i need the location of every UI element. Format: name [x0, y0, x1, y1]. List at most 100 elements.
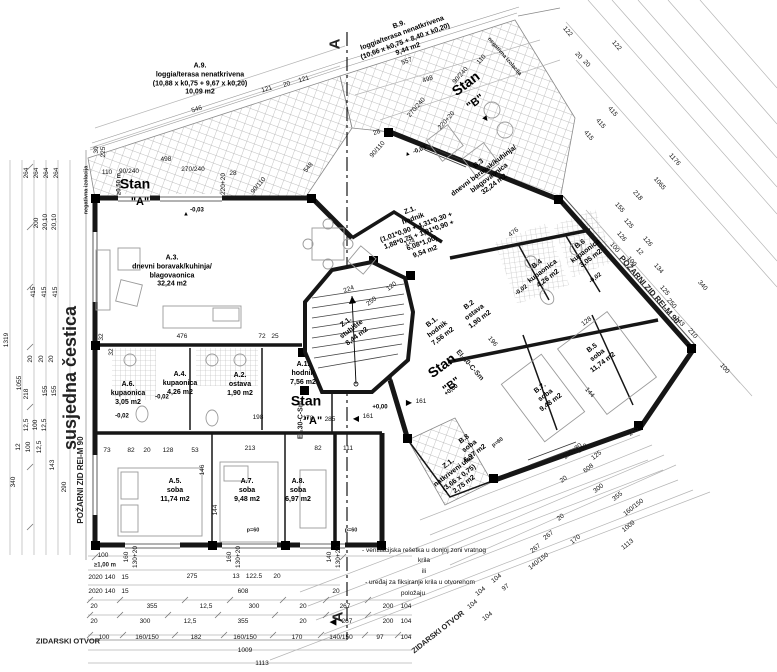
dim-label: 25 — [271, 332, 279, 340]
dim-label: 415 — [29, 286, 37, 298]
dim-label: 82 — [127, 446, 135, 454]
dim-label: 97 — [376, 633, 384, 641]
dim-label: 20 — [95, 573, 103, 581]
dim-label: 20 — [299, 617, 307, 625]
dim-label: 267 — [341, 617, 353, 625]
dim-label: 82 — [314, 444, 322, 452]
dim-label: 20 — [37, 355, 45, 363]
dim-label: 73 — [103, 446, 111, 454]
dim-label: 20 — [143, 446, 151, 454]
dim-label: 200 — [382, 617, 394, 625]
dim-label: 32 — [107, 348, 115, 356]
dim-label: 12,5 — [22, 418, 30, 432]
door-threshold-a1: p=60 — [246, 527, 260, 534]
note-fixing-2: položaju — [400, 589, 426, 597]
dim-label: 264 — [22, 167, 30, 179]
dim-label: 160 — [225, 551, 233, 563]
dim-label: 20 — [26, 355, 34, 363]
dim-label: 20 — [273, 572, 281, 580]
dim-label: 146 — [198, 464, 206, 476]
dim-label: 182 — [190, 633, 202, 641]
note-or: ili — [421, 567, 427, 575]
door-threshold-a2: p=60 — [344, 527, 358, 534]
dim-label: 140 — [104, 587, 116, 595]
negativna-izolacija-left: negativna izolacija — [83, 165, 90, 215]
dim-label: 90/240 — [119, 167, 139, 175]
furniture — [95, 101, 658, 543]
dim-label: 111 — [343, 444, 353, 452]
dim-label: 32 — [97, 333, 105, 341]
dim-label: 140 — [325, 551, 333, 563]
dim-label: 285 — [324, 415, 336, 423]
note-fixing-1: - uređaj za fiksiranje krila u otvorenom — [365, 578, 475, 586]
dim-label: 608 — [237, 587, 249, 595]
dim-label: 275 — [186, 572, 198, 580]
dim-label: 20,10 — [41, 213, 49, 231]
dim-label: 128 — [162, 446, 174, 454]
dim-label: 15 — [121, 573, 129, 581]
dim-label: 198 — [252, 413, 264, 421]
dim-label: 155 — [50, 385, 58, 397]
dim-label: 270/240 — [181, 165, 205, 173]
dim-label: 170 — [291, 633, 303, 641]
dim-label: 355 — [146, 602, 158, 610]
section-letter-top: A — [326, 38, 344, 50]
dim-label: 178 — [302, 414, 314, 422]
dim-label: 20 — [95, 587, 103, 595]
bathroom-floor-hatch — [112, 209, 615, 400]
arrow-marker: ▶ — [405, 398, 413, 407]
dim-label: 28 — [229, 169, 237, 177]
dim-label: 12,5 — [199, 602, 213, 610]
dim-label: 340 — [9, 476, 17, 488]
dim-label: 12,5 — [40, 418, 48, 432]
dim-label: 20 — [88, 587, 96, 595]
dim-label: 161 — [415, 397, 427, 405]
dim-label: 53 — [191, 446, 199, 454]
dim-label: 264 — [32, 167, 40, 179]
dim-label: 1319 — [2, 332, 10, 348]
dim-label: 476 — [176, 332, 188, 340]
susjedna-cestica-label: susjedna čestica — [59, 305, 80, 451]
dim-label: 104 — [400, 602, 412, 610]
dim-label: 20 — [299, 602, 307, 610]
dim-label: 72 — [258, 332, 266, 340]
dim-label: 20 — [88, 573, 96, 581]
dim-label: 300 — [139, 617, 151, 625]
dim-label: 213 — [244, 444, 256, 452]
dim-label: 13 — [232, 572, 240, 580]
zidarski-otvor-left: ZIDARSKI OTVOR — [35, 636, 101, 646]
arrow-marker: ▲ — [183, 211, 189, 218]
dim-label: 143 — [48, 459, 56, 471]
dim-label: 130+20 — [234, 546, 242, 568]
dim-label: 20,10 — [50, 213, 58, 231]
dim-label: 100 — [31, 419, 39, 431]
staircase — [303, 259, 416, 394]
dim-label: 1009 — [237, 646, 253, 654]
dim-label: 160/150 — [233, 633, 257, 641]
dim-label: 220+20 — [219, 173, 227, 195]
dim-label: 104 — [400, 633, 412, 641]
dimension-ticks — [26, 163, 402, 639]
dim-label: 20 — [90, 617, 98, 625]
wall-columns — [91, 128, 696, 550]
dim-label: 104 — [400, 617, 412, 625]
dim-label: 264 — [42, 167, 50, 179]
stan-a-entry-quote: "A" — [303, 415, 323, 428]
stan-a-top-quote: "A" — [130, 196, 150, 209]
dim-label: 415 — [40, 286, 48, 298]
min-width-note-2: ≥0,50 m — [116, 173, 123, 195]
dim-label: 267 — [339, 602, 351, 610]
dim-label: 110 — [101, 168, 113, 176]
note-ventilation-1: - ventilacijska rešetka u donjoj zoni vr… — [362, 546, 486, 554]
section-arrow: ◀ — [329, 616, 337, 627]
dim-label: 200 — [382, 602, 394, 610]
dim-label: 122.5 — [245, 572, 263, 580]
dim-label: 225 — [99, 146, 107, 158]
